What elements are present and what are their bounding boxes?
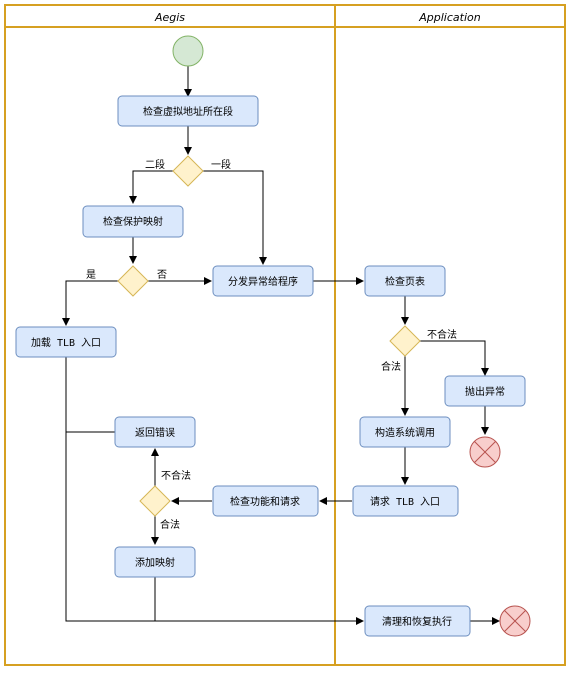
lane-application: Application bbox=[334, 4, 566, 666]
end-node-exception bbox=[469, 436, 501, 468]
lane-title-aegis: Aegis bbox=[154, 11, 185, 24]
decision-protection bbox=[117, 265, 149, 297]
decision-page-table bbox=[389, 325, 421, 357]
node-add-mapping-label: 添加映射 bbox=[135, 556, 175, 569]
edge-yes bbox=[62, 280, 118, 326]
node-check-protect: 检查保护映射 bbox=[82, 205, 184, 238]
node-cleanup-label: 清理和恢复执行 bbox=[382, 615, 452, 628]
node-check-func: 检查功能和请求 bbox=[212, 485, 319, 517]
node-add-mapping: 添加映射 bbox=[114, 546, 196, 578]
edge-seg1 bbox=[203, 170, 267, 265]
node-load-tlb: 加载 TLB 入口 bbox=[15, 326, 117, 358]
edge-illegal1 bbox=[420, 340, 489, 376]
edge-label-illegal2: 不合法 bbox=[161, 469, 191, 482]
node-request-tlb-label: 请求 TLB 入口 bbox=[370, 495, 440, 508]
node-return-error: 返回错误 bbox=[114, 416, 196, 448]
edge-label-legal1: 合法 bbox=[381, 360, 401, 373]
edge-load-tlb-to-cleanup bbox=[65, 357, 364, 625]
node-cleanup: 清理和恢复执行 bbox=[364, 605, 471, 637]
node-dispatch: 分发异常给程序 bbox=[212, 265, 314, 297]
node-build-syscall-label: 构造系统调用 bbox=[375, 426, 435, 439]
decision-segment bbox=[172, 155, 204, 187]
edges bbox=[62, 66, 500, 625]
node-load-tlb-label: 加载 TLB 入口 bbox=[31, 337, 101, 349]
edge-label-seg1: 一段 bbox=[211, 158, 231, 171]
node-build-syscall: 构造系统调用 bbox=[359, 416, 451, 448]
node-return-error-label: 返回错误 bbox=[135, 426, 175, 439]
node-check-page-label: 检查页表 bbox=[385, 275, 425, 288]
decision-function bbox=[139, 485, 171, 517]
node-request-tlb: 请求 TLB 入口 bbox=[352, 485, 459, 517]
edge-label-no: 否 bbox=[157, 269, 167, 281]
end-node-resume bbox=[499, 605, 531, 637]
node-check-page: 检查页表 bbox=[364, 265, 446, 297]
edge-label-legal2: 合法 bbox=[160, 518, 180, 531]
lane-title-application: Application bbox=[418, 11, 480, 24]
start-node bbox=[172, 35, 204, 67]
node-throw-exception: 抛出异常 bbox=[444, 375, 526, 407]
node-dispatch-label: 分发异常给程序 bbox=[228, 275, 298, 288]
node-check-vaddr-label: 检查虚拟地址所在段 bbox=[143, 105, 233, 118]
edge-label-illegal1: 不合法 bbox=[427, 328, 457, 341]
node-throw-exception-label: 抛出异常 bbox=[465, 385, 505, 398]
node-check-vaddr: 检查虚拟地址所在段 bbox=[117, 95, 259, 127]
node-check-func-label: 检查功能和请求 bbox=[230, 495, 300, 508]
edge-label-yes: 是 bbox=[86, 269, 96, 281]
edge-seg2 bbox=[129, 170, 173, 204]
edge-label-seg2: 二段 bbox=[145, 158, 165, 171]
node-check-protect-label: 检查保护映射 bbox=[103, 215, 163, 228]
